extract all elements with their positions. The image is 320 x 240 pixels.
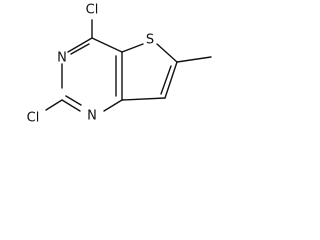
atom-cl-top: Cl xyxy=(86,3,99,18)
bond-c2-n1-inner xyxy=(65,95,82,106)
bonds xyxy=(45,19,212,112)
bond-c3a-c4 xyxy=(91,37,123,53)
bond-c4-n3 xyxy=(67,37,93,53)
bond-n1-c7a xyxy=(103,99,123,112)
bond-s-c6 xyxy=(156,43,178,63)
chemical-structure-diagram: Cl N Cl N S xyxy=(27,3,212,126)
bond-c6-c7-inner xyxy=(160,65,172,95)
bond-c2-cl xyxy=(45,99,63,111)
bond-c6-c7 xyxy=(164,61,178,99)
bond-c6-methyl xyxy=(176,56,212,63)
atom-labels: Cl N Cl N S xyxy=(27,3,154,126)
bond-c2-n1 xyxy=(61,99,81,112)
atom-n-lower: N xyxy=(87,109,97,124)
bond-c7-c7a xyxy=(121,97,166,101)
bond-c4-n3-inner xyxy=(70,43,90,55)
atom-n-upper: N xyxy=(57,51,67,66)
bond-c3a-s xyxy=(121,43,144,53)
atom-cl-left: Cl xyxy=(27,111,40,126)
atom-s: S xyxy=(146,33,154,48)
